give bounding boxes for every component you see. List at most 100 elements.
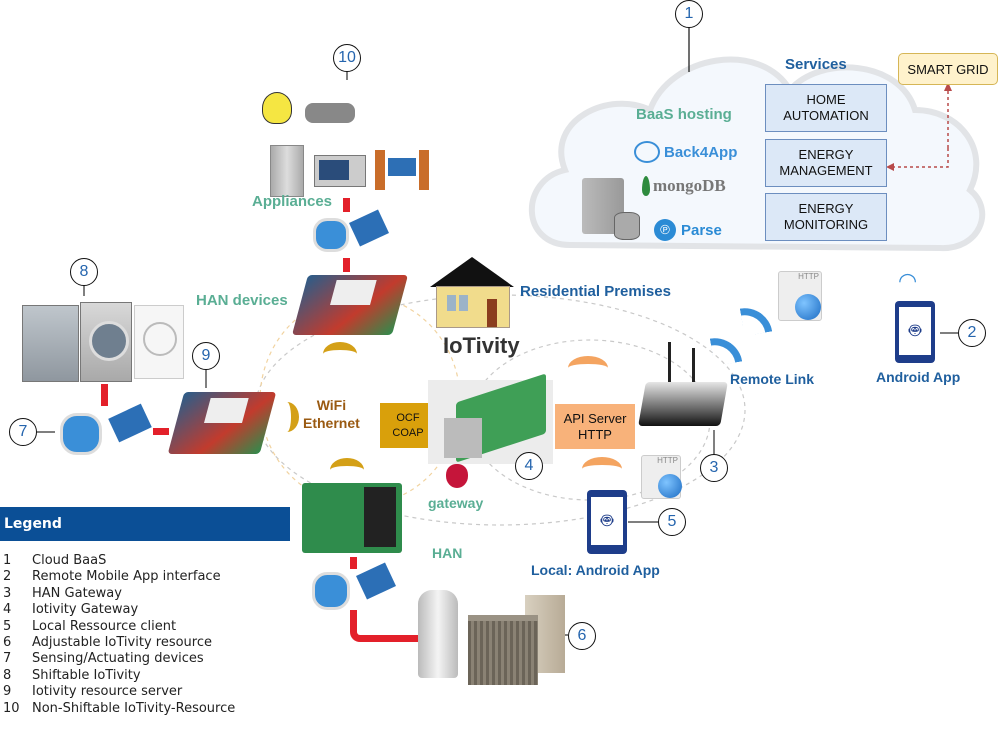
api-server-box[interactable]: API Server HTTP <box>555 404 635 449</box>
services-title: Services <box>785 56 847 73</box>
legend-item: 3 HAN Gateway <box>3 586 235 602</box>
callout-4: 4 <box>515 452 543 480</box>
legend-item-number: 8 <box>3 667 12 683</box>
legend-item-text: Adjustable IoTivity resource <box>32 635 212 651</box>
resource-server-board <box>167 392 277 454</box>
dryer-icon <box>134 305 184 379</box>
arrow-head-up <box>944 82 952 91</box>
legend-item-number: 1 <box>3 553 12 568</box>
callout-3: 3 <box>700 454 728 482</box>
legend-item-number: 10 <box>3 700 20 716</box>
legend-item-text: Shiftable IoTivity <box>32 667 141 683</box>
washing-machine-icon <box>80 302 132 382</box>
legend-item: 4 Iotivity Gateway <box>3 602 235 618</box>
callout-10: 10 <box>333 44 361 72</box>
legend-item-text: Iotivity Gateway <box>32 602 139 618</box>
callout-5: 5 <box>658 508 686 536</box>
smart-grid-box[interactable]: SMART GRID <box>898 53 998 85</box>
callout-9: 9 <box>192 342 220 370</box>
home-theater-icon <box>375 150 430 190</box>
service-home-automation[interactable]: HOME AUTOMATION <box>765 84 887 132</box>
han-gateway-board <box>302 483 402 553</box>
legend-item: 10 Non-Shiftable IoTivity-Resource <box>3 701 235 717</box>
house-icon <box>436 286 510 328</box>
wifi-icon <box>582 457 622 481</box>
legend-item: 6 Adjustable IoTivity resource <box>3 635 235 651</box>
microwave-icon <box>314 155 366 187</box>
han-devices-label: HAN devices <box>196 292 288 309</box>
wire <box>153 428 169 435</box>
android-remote-phone[interactable]: 🤖︎ <box>895 301 935 363</box>
local-android-phone[interactable]: 🤖︎ <box>587 490 627 554</box>
han-device-board <box>291 275 409 335</box>
water-heater-icon <box>418 590 458 678</box>
parse-icon: ℗ <box>654 219 676 241</box>
legend-item-number: 7 <box>3 651 12 667</box>
arrow-head-left <box>886 163 894 171</box>
callout-1: 1 <box>675 0 703 28</box>
legend-item: 8 Shiftable IoTivity <box>3 668 235 684</box>
legend-item-text: Non-Shiftable IoTivity-Resource <box>32 700 236 716</box>
router-antenna <box>692 348 695 384</box>
wifi-icon <box>330 458 364 482</box>
han-label: HAN <box>432 545 463 561</box>
wifi-ethernet-label: WiFi Ethernet <box>303 397 360 431</box>
parse-logo: ℗ Parse <box>654 219 722 241</box>
legend-item-number: 9 <box>3 684 12 700</box>
legend-item-text: HAN Gateway <box>32 585 122 601</box>
house-roof-icon <box>430 257 514 287</box>
robot-icon <box>634 141 660 163</box>
dishwasher-icon <box>22 305 79 382</box>
wire <box>101 384 108 406</box>
legend-item-number: 5 <box>3 618 12 634</box>
legend-item-number: 4 <box>3 602 12 618</box>
router-icon <box>638 382 728 426</box>
wifi-icon: ◠ <box>898 268 918 293</box>
remote-link-label: Remote Link <box>730 371 815 387</box>
current-sensor-icon <box>313 218 349 252</box>
legend-item: 9 Iotivity resource server <box>3 684 235 700</box>
fridge-icon <box>270 145 304 197</box>
gateway-label: gateway <box>428 495 484 511</box>
android-icon: 🤖︎ <box>899 307 931 355</box>
local-android-label: Local: Android App <box>531 562 660 578</box>
wire <box>343 258 350 272</box>
legend-item-number: 6 <box>3 635 12 651</box>
service-energy-monitoring[interactable]: ENERGY MONITORING <box>765 193 887 241</box>
baas-title: BaaS hosting <box>636 106 732 123</box>
callout-8: 8 <box>70 258 98 286</box>
wire <box>350 610 418 642</box>
wire <box>350 557 357 569</box>
legend-item-text: Sensing/Actuating devices <box>32 651 204 667</box>
back4app-logo: Back4App <box>634 141 737 163</box>
ocf-coap-box[interactable]: OCF COAP <box>380 403 436 448</box>
globe-icon <box>795 294 821 320</box>
iotivity-logo: IoTivity <box>443 333 520 358</box>
appliances-label: Appliances <box>252 193 333 210</box>
leaf-icon <box>642 176 650 196</box>
wifi-icon <box>275 402 299 432</box>
legend-item-text: Local Ressource client <box>32 618 177 634</box>
router-antenna <box>668 342 671 382</box>
wifi-icon <box>323 342 357 366</box>
current-sensor-icon <box>60 413 102 455</box>
globe-icon <box>658 474 682 498</box>
service-energy-management[interactable]: ENERGY MANAGEMENT <box>765 139 887 187</box>
callout-6: 6 <box>568 622 596 650</box>
legend-item-text: Iotivity resource server <box>32 684 183 700</box>
database-icon <box>614 212 640 240</box>
http-document-icon: HTTP <box>778 271 822 321</box>
http-document-icon: HTTP <box>641 455 682 499</box>
current-sensor-icon <box>312 572 350 610</box>
legend-item-number: 3 <box>3 585 12 601</box>
light-bulb-icon <box>262 92 292 124</box>
residential-label: Residential Premises <box>520 283 671 300</box>
smart-grid-link <box>890 148 949 168</box>
legend-item: 5 Local Ressource client <box>3 619 235 635</box>
legend-title: Legend <box>0 507 290 541</box>
camera-icon <box>305 103 355 123</box>
callout-7: 7 <box>9 418 37 446</box>
